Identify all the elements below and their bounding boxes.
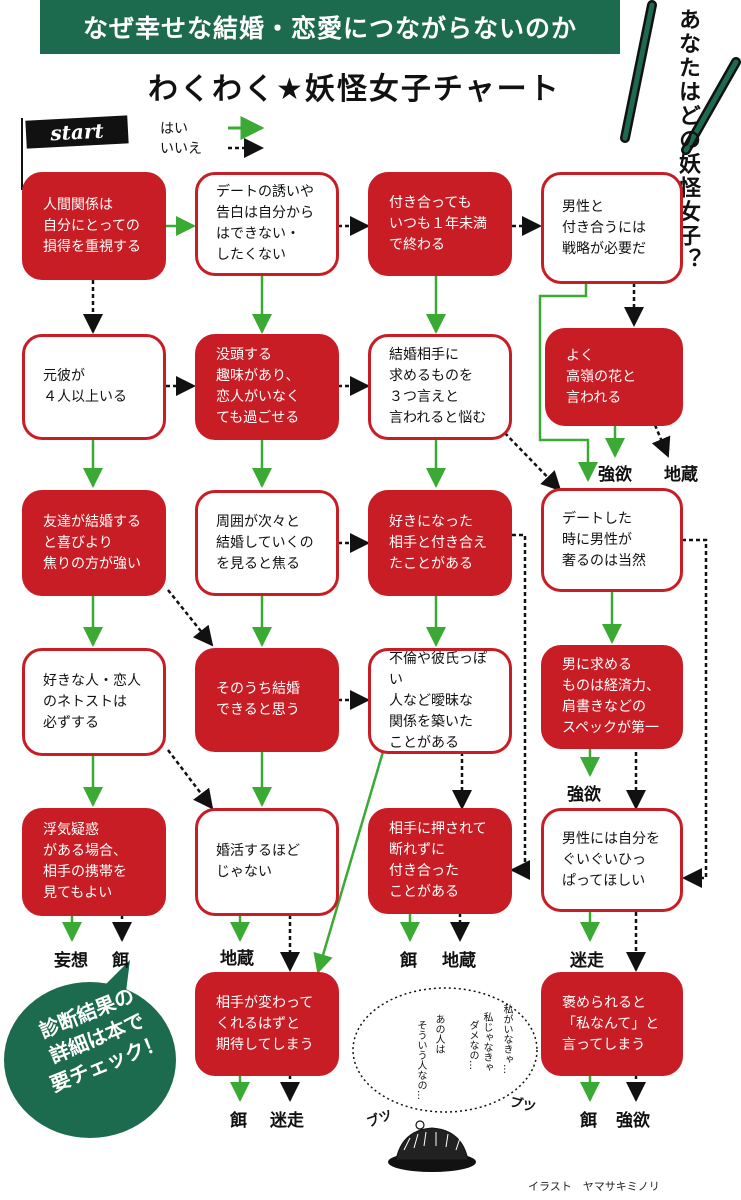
chopsticks-icon: [620, 0, 741, 155]
no-arrows: [83, 216, 708, 1102]
result-label: 餌: [400, 951, 417, 971]
start-flag: start: [25, 115, 129, 149]
result-label: 強欲: [567, 785, 601, 805]
thought-line-2: 私じゃなきゃ: [481, 1012, 492, 1072]
result-label: 餌: [580, 1111, 597, 1131]
question-node-17: 浮気疑惑 がある場合、 相手の携帯を 見てもよい: [22, 808, 166, 916]
question-node-22: 褒められると 「私なんて」と 言ってしまう: [541, 972, 683, 1076]
result-label: 強欲: [598, 465, 632, 485]
yes-arrows: [62, 216, 625, 1102]
result-label: 地蔵: [664, 465, 698, 485]
question-node-14: そのうち結婚 できると思う: [195, 648, 339, 752]
question-node-1: 人間関係は 自分にとっての 損得を重視する: [22, 172, 166, 280]
question-node-21: 相手が変わって くれるはずと 期待してしまう: [195, 972, 339, 1076]
question-node-8: よく 高嶺の花と 言われる: [545, 328, 683, 426]
illustration-credit: イラスト ヤマサキミノリ: [528, 1180, 660, 1193]
result-label: 餌: [112, 951, 129, 971]
speech-bubble: [4, 960, 176, 1138]
question-node-6: 没頭する 趣味があり、 恋人がいなく ても過ごせる: [195, 334, 339, 440]
question-node-7: 結婚相手に 求めるものを ３つ言えと 言われると悩む: [368, 334, 512, 440]
chart-title: わくわく★妖怪女子チャート: [148, 72, 561, 107]
result-label: 強欲: [616, 1111, 650, 1131]
question-node-3: 付き合っても いつも１年未満 で終わる: [368, 172, 512, 276]
legend-yes-label: はい: [160, 121, 188, 137]
question-node-16: 男に求める ものは経済力、 肩書きなどの スペックが第一: [541, 645, 683, 749]
result-label: 地蔵: [220, 949, 254, 969]
legend-no-label: いいえ: [160, 141, 202, 157]
question-node-2: デートの誘いや 告白は自分から はできない・ したくない: [195, 172, 339, 276]
result-label: 迷走: [270, 1111, 304, 1131]
banner-heading: なぜ幸せな結婚・恋愛につながらないのか: [40, 0, 620, 54]
result-label: 餌: [230, 1111, 247, 1131]
result-label: 妄想: [54, 951, 88, 971]
question-node-10: 周囲が次々と 結婚していくの を見ると焦る: [195, 490, 339, 596]
question-node-12: デートした 時に男性が 奢るのは当然: [541, 488, 683, 592]
question-node-9: 友達が結婚する と喜びより 焦りの方が強い: [22, 490, 166, 596]
illustration: [352, 987, 538, 1172]
question-node-5: 元彼が ４人以上いる: [22, 334, 166, 440]
question-node-4: 男性と 付き合うには 戦略が必要だ: [541, 172, 683, 284]
question-node-19: 相手に押されて 断れずに 付き合った ことがある: [368, 808, 512, 914]
question-node-11: 好きになった 相手と付き合え たことがある: [368, 490, 512, 596]
question-node-15: 不倫や彼氏っぽい 人など曖昧な 関係を築いた ことがある: [368, 648, 512, 754]
result-label: 迷走: [570, 951, 604, 971]
thought-line-5: そういう人なの…: [415, 1020, 426, 1100]
question-node-18: 婚活するほど じゃない: [195, 808, 339, 916]
result-label: 地蔵: [442, 951, 476, 971]
thought-line-3: ダメなの…: [467, 1020, 478, 1070]
thought-line-1: 私がいなきゃ…: [501, 1004, 512, 1074]
question-node-20: 男性には自分を ぐいぐいひっ ぱってほしい: [541, 808, 683, 912]
thought-line-4: あの人は: [433, 1014, 444, 1054]
question-node-13: 好きな人・恋人 のネトストは 必ずする: [22, 648, 166, 756]
